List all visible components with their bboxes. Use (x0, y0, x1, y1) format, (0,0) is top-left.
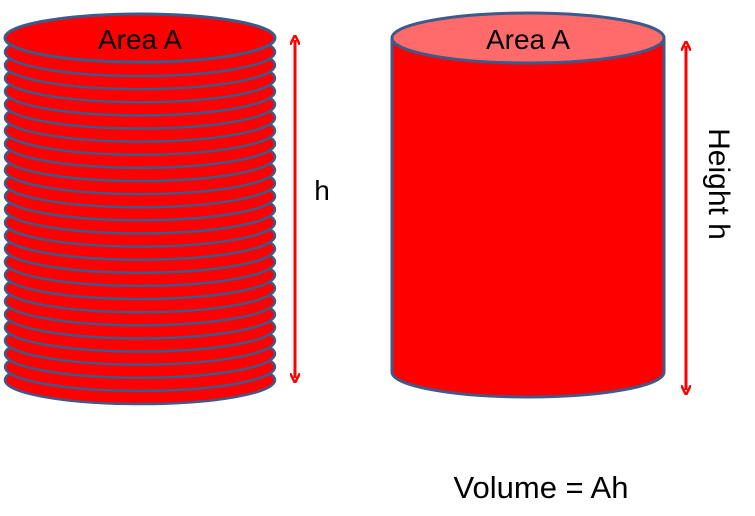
stacked-disc-cylinder (3, 12, 277, 406)
solid-cylinder (390, 11, 666, 399)
right-cylinder-body (390, 36, 666, 399)
right-cylinder-top-face (390, 11, 666, 65)
right-area-label: Area A (486, 24, 570, 55)
left-area-label: Area A (98, 24, 182, 55)
right-height-label: Height h (702, 128, 735, 240)
volume-formula: Volume = Ah (454, 470, 629, 505)
disc-stack (3, 26, 277, 406)
left-height-label: h (314, 175, 330, 206)
left-cylinder-top-face (3, 12, 277, 64)
